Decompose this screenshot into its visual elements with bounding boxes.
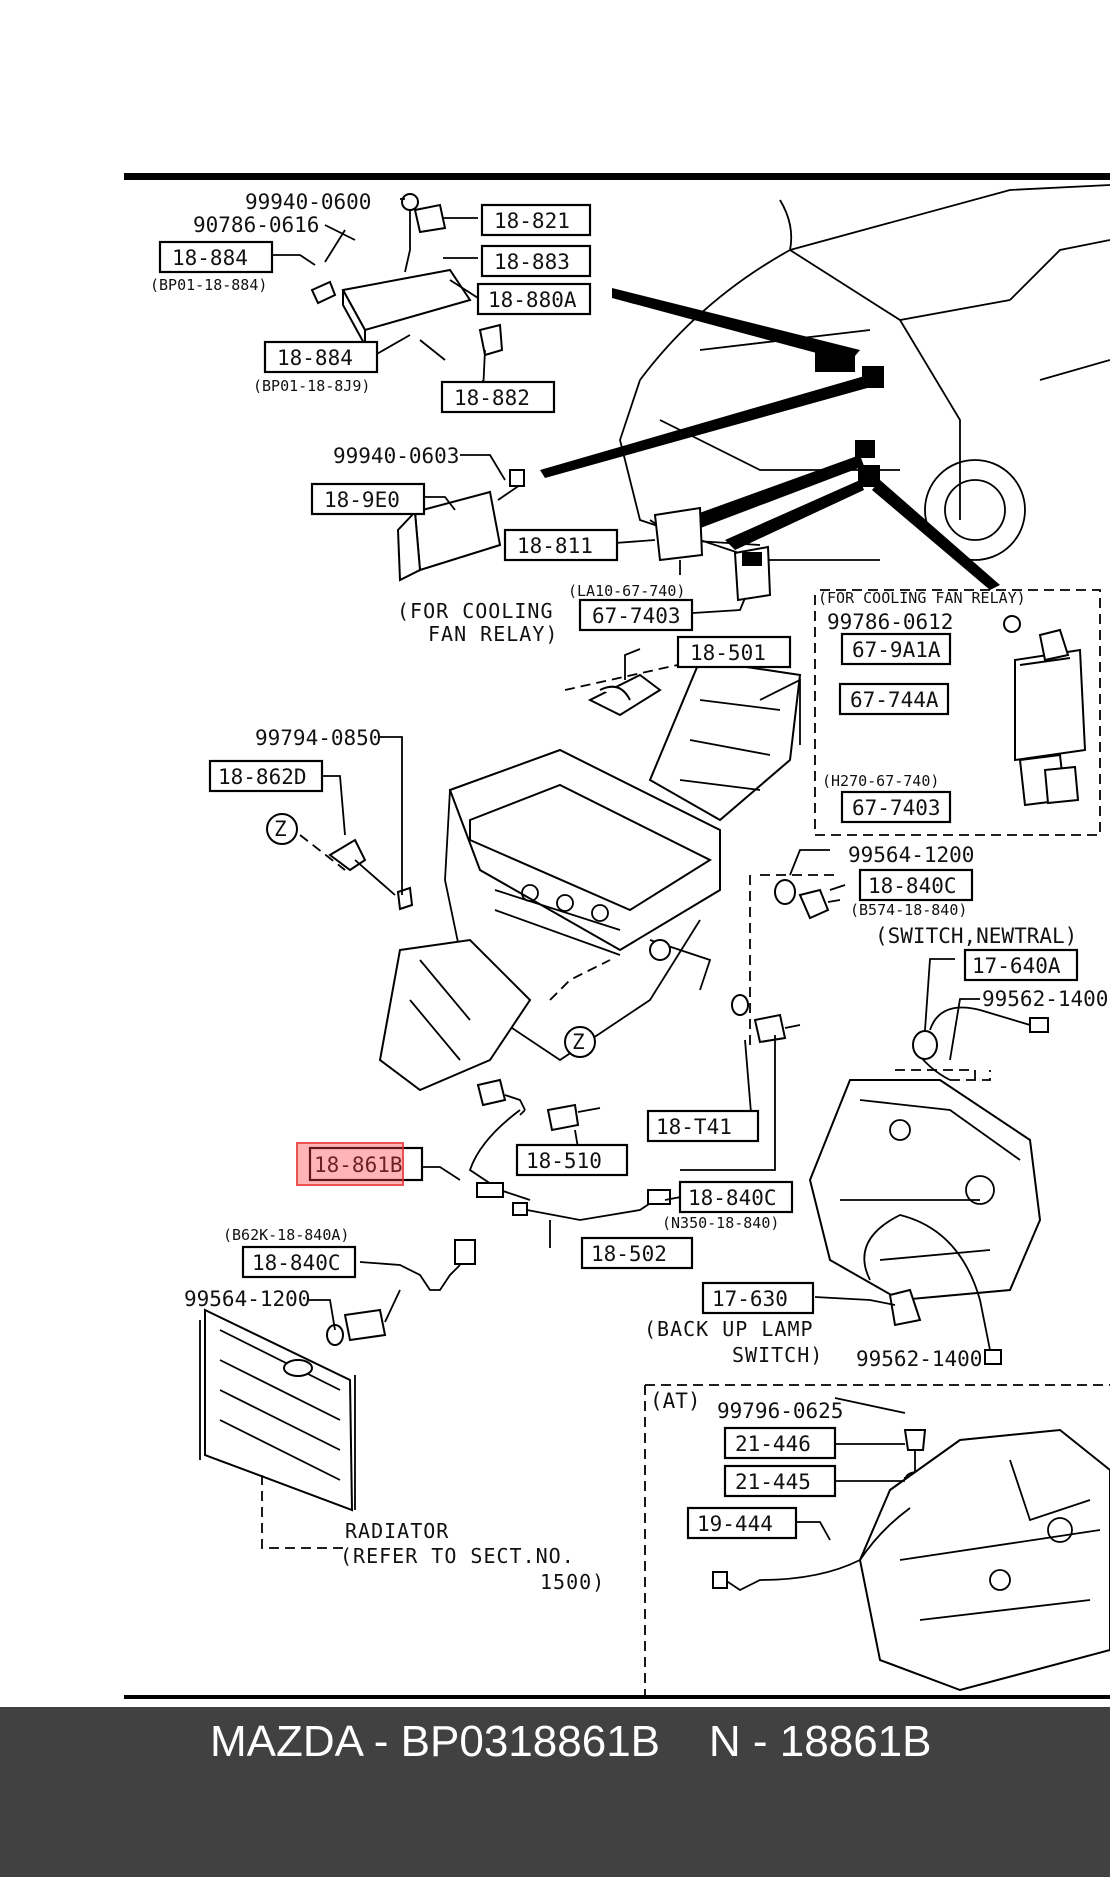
label-18-882: 18-882 — [454, 386, 530, 410]
callout-labels: 99940-0600 90786-0616 18-821 18-884 (BP0… — [150, 190, 1108, 1594]
label-18-840c-upper: 18-840C — [868, 874, 957, 898]
callout-boxes — [158, 203, 1079, 1540]
label-18-821: 18-821 — [494, 209, 570, 233]
label-18-502: 18-502 — [591, 1242, 667, 1266]
neutral-switch — [731, 879, 841, 1044]
label-67-7403-upper: 67-7403 — [592, 604, 681, 628]
label-67-7403-lower: 67-7403 — [852, 796, 941, 820]
label-18-883: 18-883 — [494, 250, 570, 274]
diagram-bottom-rule — [124, 1695, 1110, 1699]
label-17-640a: 17-640A — [972, 954, 1061, 978]
label-back-up-lamp: (BACK UP LAMP — [644, 1317, 814, 1341]
intake-manifold — [564, 658, 802, 822]
label-99940-0600: 99940-0600 — [245, 190, 371, 214]
label-1500: 1500) — [540, 1570, 605, 1594]
label-18-501: 18-501 — [690, 641, 766, 665]
label-18-862d: 18-862D — [218, 765, 307, 789]
label-99940-0603: 99940-0603 — [333, 444, 459, 468]
relay-67-7403-a — [733, 545, 772, 602]
label-99562-1400-upper: 99562-1400 — [982, 987, 1108, 1011]
module-18-9e0 — [396, 469, 525, 582]
footer-part-number: MAZDA - BP0318861B N - 18861B — [210, 1717, 932, 1766]
footer-bar — [0, 1707, 1110, 1877]
label-99796-0625: 99796-0625 — [717, 1399, 843, 1423]
highlighted-part-18-861b — [296, 1142, 404, 1186]
label-18-884-bottom: 18-884 — [277, 346, 353, 370]
leader-lines — [270, 198, 980, 1541]
label-refer-to-sect: (REFER TO SECT.NO. — [340, 1544, 575, 1568]
label-18-840c-lower: 18-840C — [252, 1251, 341, 1275]
label-18-840c-middle: 18-840C — [688, 1186, 777, 1210]
z-marker-left — [266, 813, 298, 845]
car-illustration — [540, 184, 1110, 590]
engine-block — [378, 748, 721, 1092]
label-18-880a: 18-880A — [488, 288, 577, 312]
z-marker-engine — [564, 1026, 596, 1058]
automatic-transmission-group — [644, 1384, 1110, 1700]
radiator — [199, 1308, 356, 1549]
label-99794-0850: 99794-0850 — [255, 726, 381, 750]
label-18-811: 18-811 — [517, 534, 593, 558]
label-67-744a: 67-744A — [850, 688, 939, 712]
label-n350-18-840: (N350-18-840) — [662, 1214, 779, 1232]
label-radiator: RADIATOR — [345, 1519, 449, 1543]
diagram-top-rule — [124, 173, 1110, 180]
sensor-harness-18-861b — [468, 1078, 671, 1221]
label-h270-67-740: (H270-67-740) — [822, 772, 939, 790]
label-18-861b: 18-861B — [314, 1153, 403, 1177]
label-la10-67-740: (LA10-67-740) — [568, 582, 685, 600]
label-bp01-18-8j9: (BP01-18-8J9) — [253, 377, 370, 395]
relay-18-811 — [653, 506, 704, 575]
label-17-630: 17-630 — [712, 1287, 788, 1311]
label-bp01-18-884: (BP01-18-884) — [150, 276, 267, 294]
label-21-446: 21-446 — [735, 1432, 811, 1456]
label-fan-relay: FAN RELAY) — [428, 622, 558, 646]
label-99786-0612: 99786-0612 — [827, 610, 953, 634]
label-21-445: 21-445 — [735, 1470, 811, 1494]
label-for-cooling-fan-relay: (FOR COOLING FAN RELAY) — [818, 589, 1026, 607]
label-18-t41: 18-T41 — [656, 1115, 732, 1139]
sensor-18-840c-radiator — [326, 1239, 476, 1346]
label-at: (AT) — [650, 1389, 701, 1413]
label-99564-1200-upper: 99564-1200 — [848, 843, 974, 867]
label-b62k-18-840a: (B62K-18-840A) — [223, 1226, 349, 1244]
manual-transmission — [808, 1006, 1049, 1365]
label-b574-18-840: (B574-18-840) — [850, 901, 967, 919]
cooling-fan-relay-group — [814, 589, 1101, 836]
label-90786-0616: 90786-0616 — [193, 213, 319, 237]
label-z-left: Z — [274, 817, 287, 841]
label-switch-newtral: (SWITCH,NEWTRAL) — [875, 924, 1077, 948]
label-switch: SWITCH) — [732, 1343, 823, 1367]
label-z-engine: Z — [572, 1030, 585, 1054]
parts-diagram: 99940-0600 90786-0616 18-821 18-884 (BP0… — [124, 173, 1110, 1700]
label-19-444: 19-444 — [697, 1512, 773, 1536]
label-18-884-top: 18-884 — [172, 246, 248, 270]
label-99564-1200-lower: 99564-1200 — [184, 1287, 310, 1311]
label-99562-1400-lower: 99562-1400 — [856, 1347, 982, 1371]
label-18-9e0: 18-9E0 — [324, 488, 400, 512]
label-67-9a1a: 67-9A1A — [852, 638, 941, 662]
bracket-18-862d — [299, 834, 414, 911]
label-18-510: 18-510 — [526, 1149, 602, 1173]
label-for-cooling: (FOR COOLING — [397, 599, 554, 623]
